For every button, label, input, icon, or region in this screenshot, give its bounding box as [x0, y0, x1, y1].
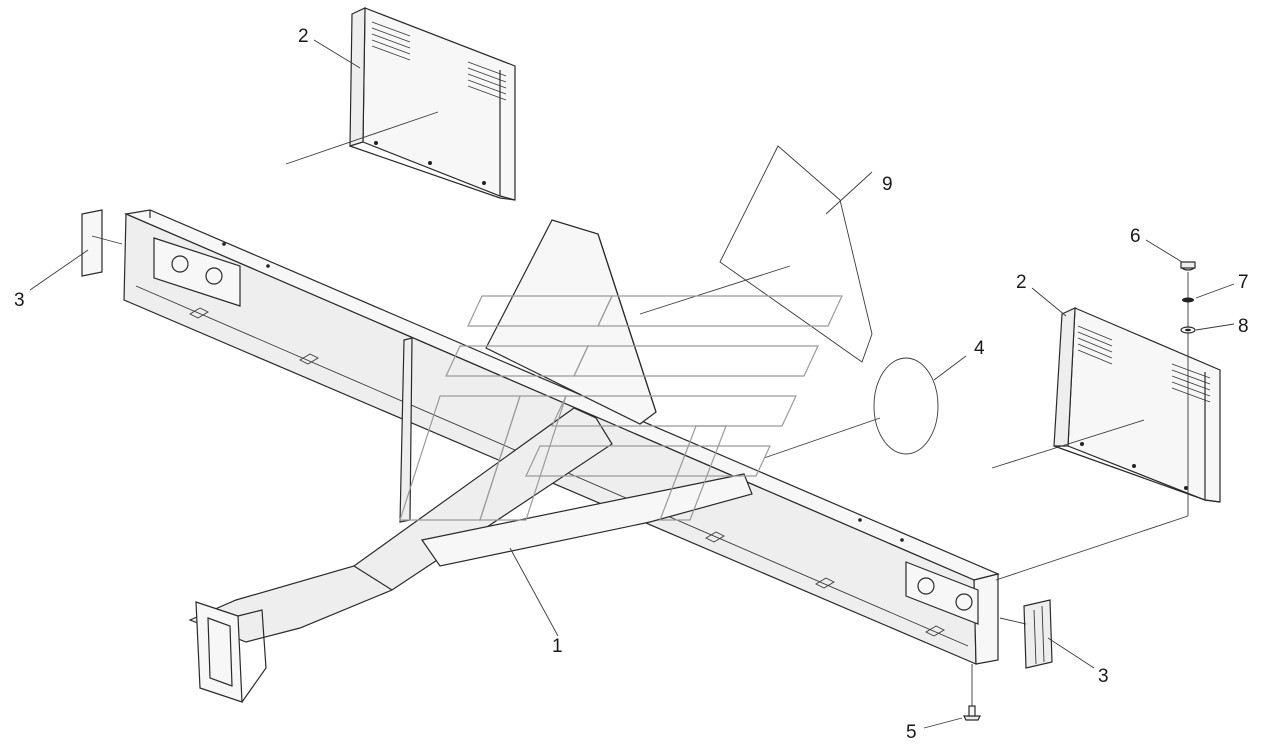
- hardware-stack: [963, 261, 1196, 721]
- callout-1: 1: [552, 636, 563, 657]
- callout-2-right: 2: [1016, 272, 1027, 293]
- panel-part-9: [639, 145, 873, 363]
- watermark-logo: [399, 295, 843, 521]
- cover-plate-left: [285, 7, 516, 201]
- callout-4: 4: [974, 338, 985, 359]
- callout-9: 9: [882, 174, 893, 195]
- disc-part-4: [763, 355, 967, 459]
- callout-3-right: 3: [1098, 666, 1109, 687]
- callout-7: 7: [1238, 272, 1249, 293]
- leader-lines: [29, 39, 1235, 729]
- callout-3-left: 3: [14, 290, 25, 311]
- callout-labels: 1 2 2 3 3 4 5 6 7 8 9: [14, 26, 1249, 743]
- pad-right: [999, 599, 1053, 669]
- main-frame: [123, 209, 1000, 703]
- cover-plate-right: [991, 307, 1221, 503]
- callout-6: 6: [1130, 226, 1141, 247]
- pad-left: [81, 209, 123, 277]
- callout-8: 8: [1238, 316, 1249, 337]
- callout-5: 5: [906, 722, 917, 743]
- callout-2-left: 2: [298, 26, 309, 47]
